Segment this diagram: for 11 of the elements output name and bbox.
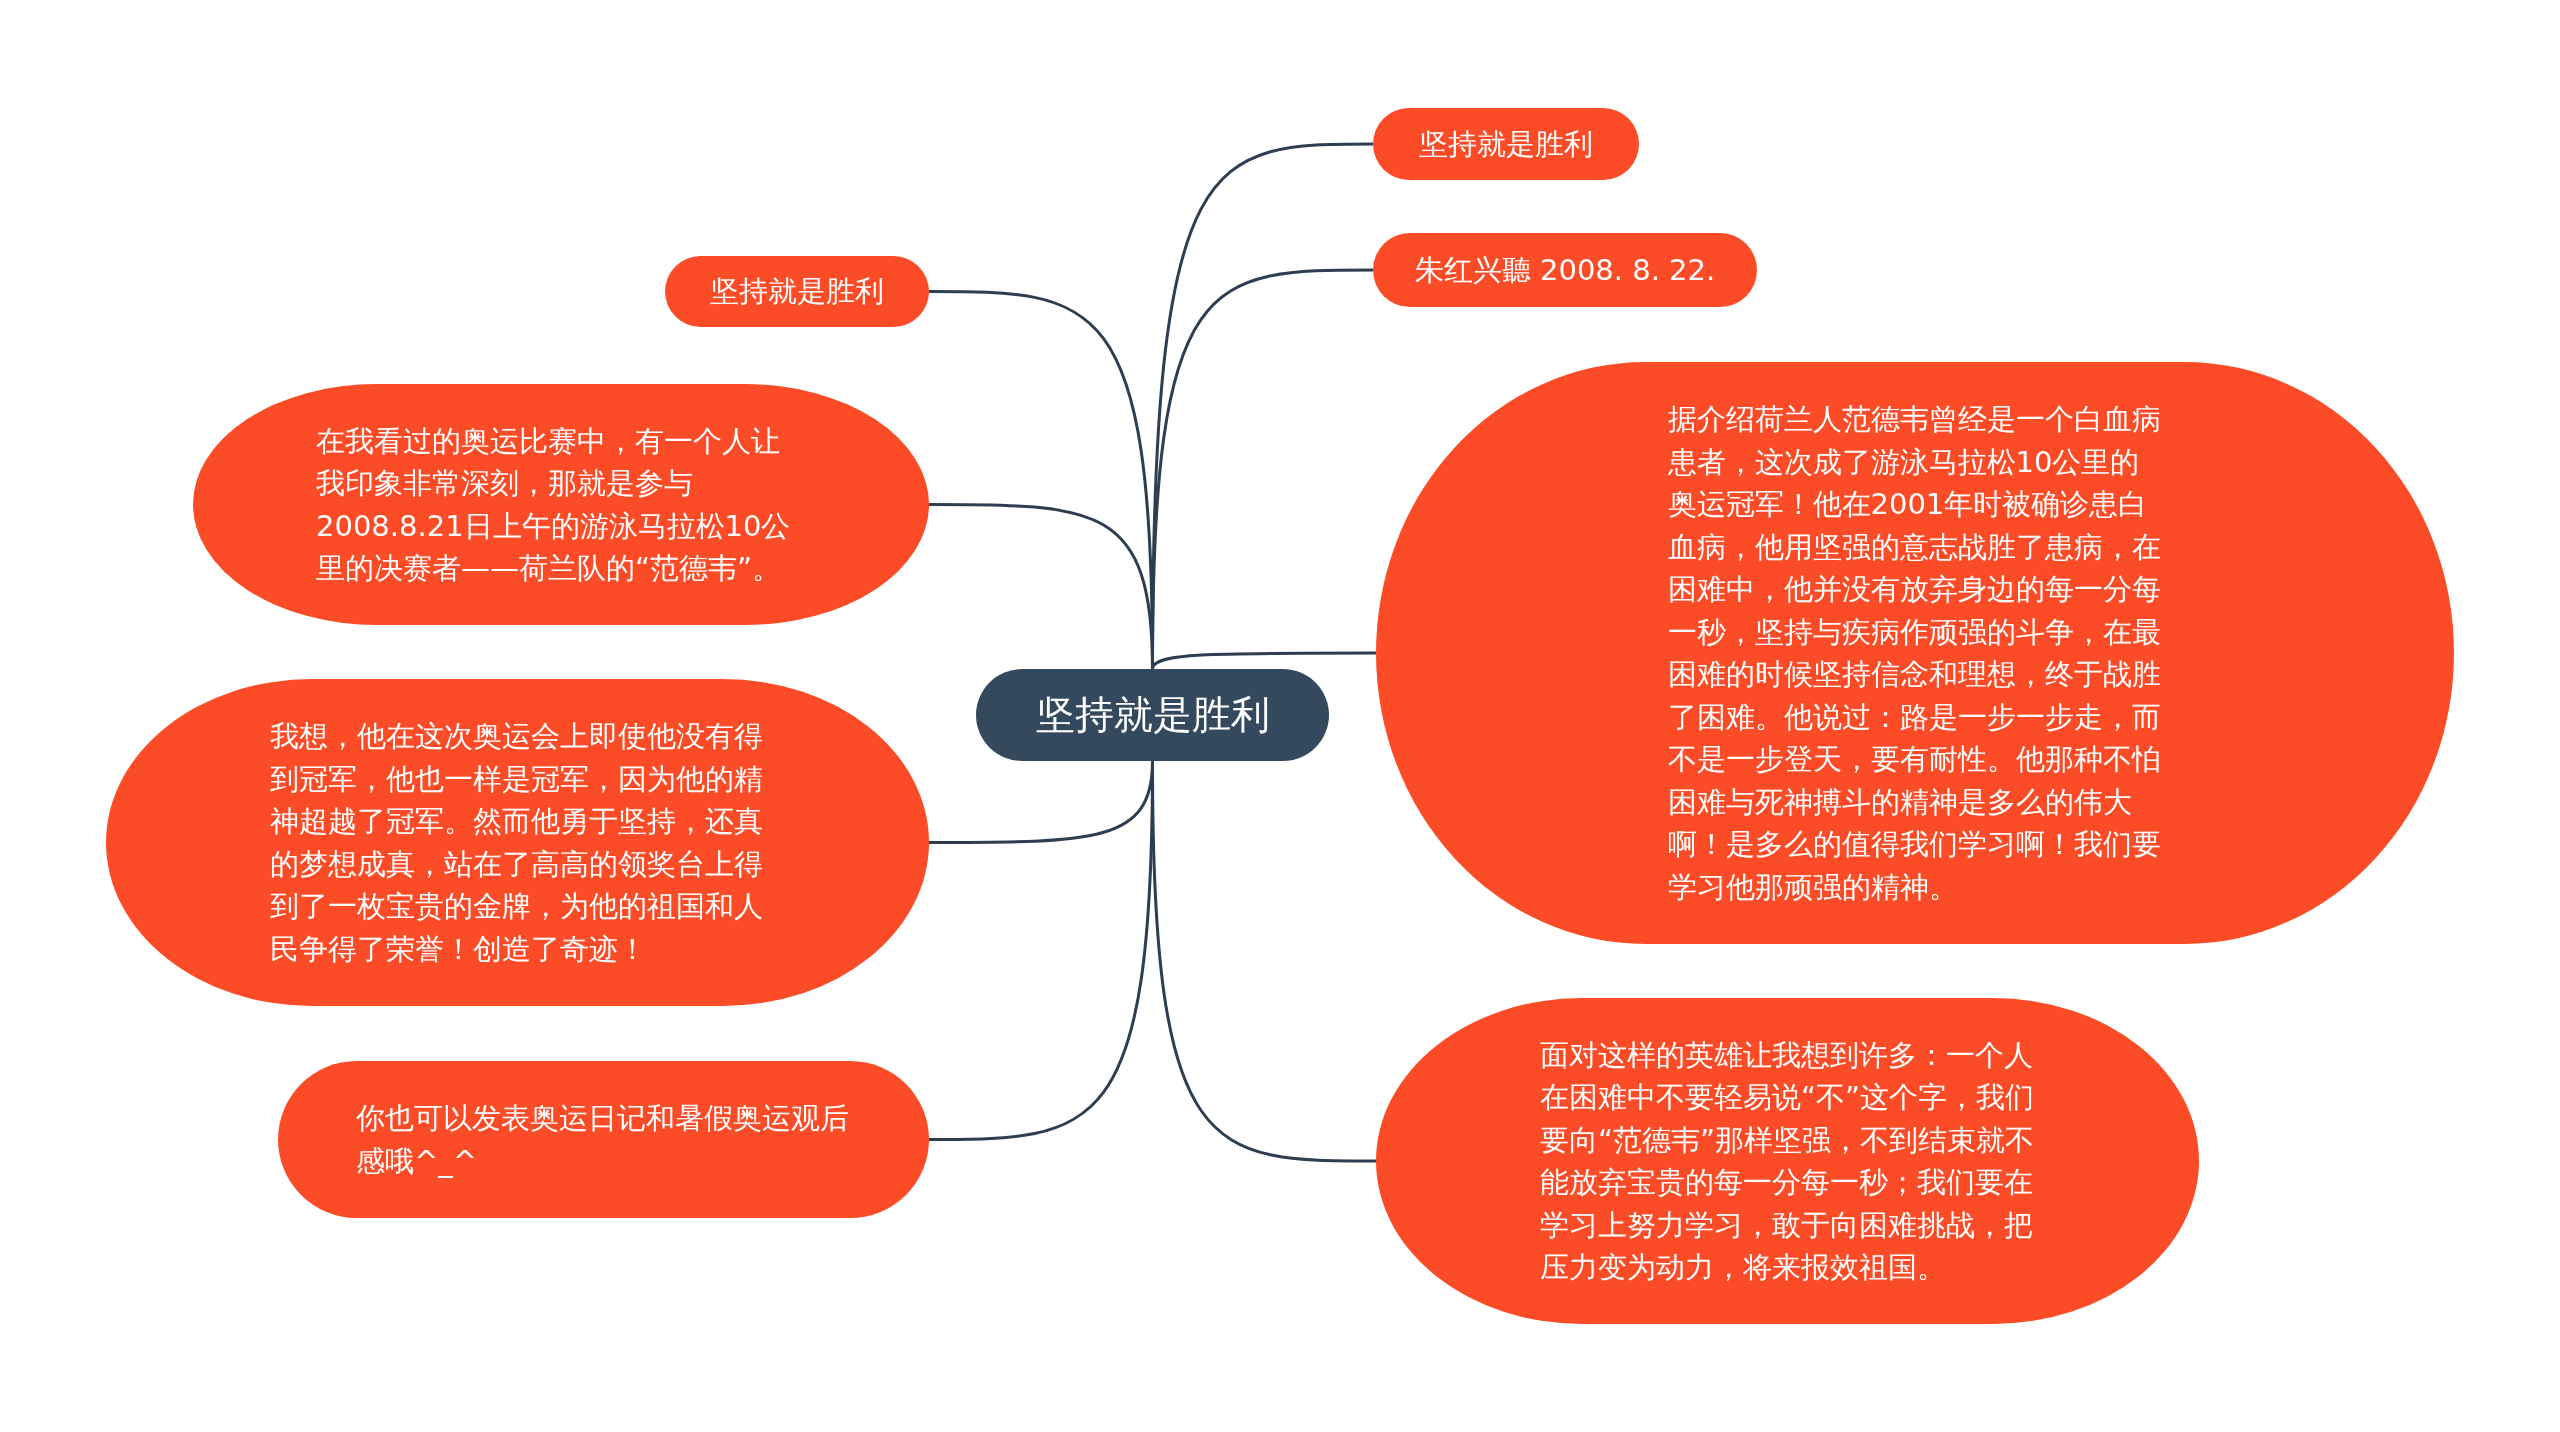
topic-bubble: 据介绍荷兰人范德韦曾经是一个白血病患者，这次成了游泳马拉松10公里的奥运冠军！他在2001年时被确诊患白血病，他用坚强的意志战胜了患病，在困难中，他并没有放弃身边的每一分每一秒，坚持与疾病作顽强的斗争，在最困难的时候坚持信念和理想，终于战胜了困难。他说过：路是一步一步走，而不是一步登天，要有耐性。他那种不怕困难与死神搏斗的精神是多么的伟大啊！是多么的值得我们学习啊！我们要学习他那顽强的精神。: [1376, 362, 2454, 944]
topic-bubble: 我想，他在这次奥运会上即使他没有得到冠军，他也一样是冠军，因为他的精神超越了冠军。然而他勇于坚持，还真的梦想成真，站在了高高的领奖台上得到了一枚宝贵的金牌，为他的祖国和人民争得了荣誉！创造了奇迹！: [106, 679, 929, 1006]
topic-bubble: 在我看过的奥运比赛中，有一个人让我印象非常深刻，那就是参与2008.8.21日上午的游泳马拉松10公里的决赛者——荷兰队的“范德韦”。: [193, 384, 929, 625]
topic-bubble: 坚持就是胜利: [665, 256, 929, 327]
topic-bubble: 坚持就是胜利: [1373, 108, 1639, 180]
topic-bubble: 面对这样的英雄让我想到许多：一个人在困难中不要轻易说“不”这个字，我们要向“范德韦”那样坚强，不到结束就不能放弃宝贵的每一分每一秒；我们要在学习上努力学习，敢于向困难挑战，把压力变为动力，将来报效祖国。: [1376, 998, 2199, 1324]
connector-line: [1151, 651, 1376, 670]
topic-bubble: 你也可以发表奥运日记和暑假奥运观后感哦^_^: [278, 1061, 929, 1218]
topic-bubble: 朱红兴聽 2008. 8. 22.: [1373, 233, 1757, 307]
connector-line: [929, 503, 1154, 670]
central-topic: 坚持就是胜利: [976, 669, 1329, 761]
